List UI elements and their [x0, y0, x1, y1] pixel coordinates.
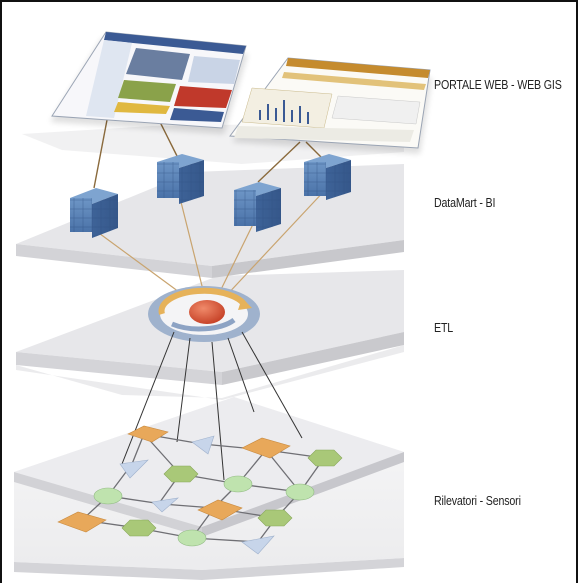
sensor-triangle	[191, 435, 215, 455]
sensor-triangle	[119, 459, 149, 479]
sensor-square	[127, 425, 169, 443]
sensor-square	[241, 437, 291, 459]
sensor-hexagon	[121, 519, 157, 537]
layer-label-datamart: DataMart - BI	[434, 195, 496, 210]
sensor-square	[197, 499, 243, 521]
sensor-triangle	[151, 497, 179, 513]
sensor-hexagon	[307, 449, 343, 467]
sensor-hexagon	[163, 465, 199, 483]
sensor-square	[57, 511, 107, 533]
sensor-triangle	[241, 535, 275, 555]
sensor-circle	[223, 475, 253, 493]
web-gis-screenshot	[229, 57, 432, 154]
sensor-circle	[177, 529, 207, 547]
sensor-circle	[93, 487, 123, 505]
datamart-cube-2	[157, 154, 204, 204]
layer-label-web-portal: PORTALE WEB - WEB GIS	[434, 77, 562, 92]
plane-sensors	[14, 397, 404, 580]
datamart-cube-4	[304, 154, 351, 200]
datamart-cube-3	[234, 182, 281, 232]
etl-cycle-icon	[148, 286, 260, 342]
sensor-circle	[285, 483, 315, 501]
sensor-hexagon	[257, 509, 293, 527]
web-portal-screenshot	[50, 31, 248, 134]
datamart-cube-1	[70, 188, 118, 238]
sensor-nodes	[57, 425, 343, 555]
etl-to-sensor-connectors	[121, 331, 303, 481]
layer-label-sensors: Rilevatori - Sensori	[434, 493, 521, 508]
layer-label-etl: ETL	[434, 320, 454, 335]
